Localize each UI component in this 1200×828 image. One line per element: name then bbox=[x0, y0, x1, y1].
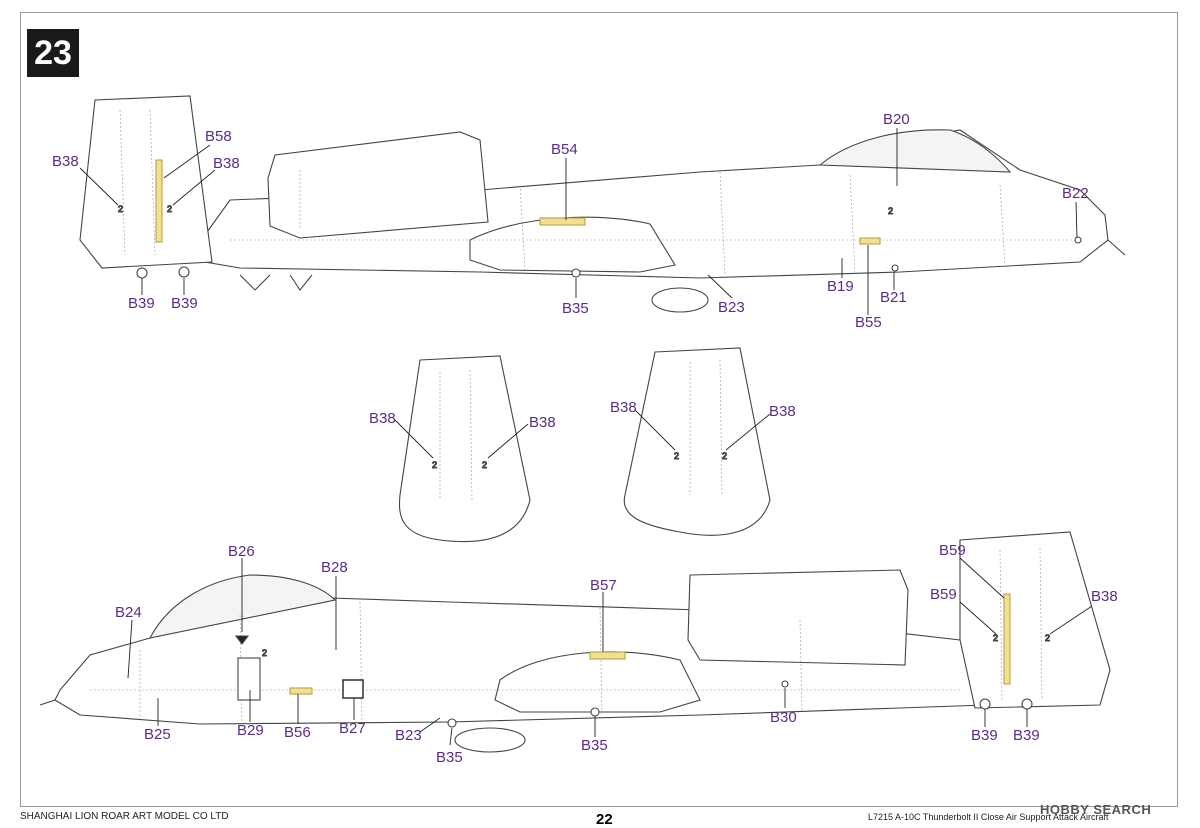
callout-bottom-b59-b: B59 bbox=[930, 586, 957, 603]
tail-view-left: 2 2 bbox=[398, 355, 531, 543]
callout-top-b20: B20 bbox=[883, 111, 910, 128]
hobby-search-watermark: HOBBY SEARCH bbox=[1040, 802, 1152, 817]
callout-bottom-b35-a: B35 bbox=[436, 749, 463, 766]
callout-top-b55: B55 bbox=[855, 314, 882, 331]
leader-lines bbox=[79, 128, 1093, 746]
callout-top-b39-b: B39 bbox=[171, 295, 198, 312]
page-number: 22 bbox=[596, 811, 613, 828]
svg-text:2: 2 bbox=[674, 451, 679, 461]
svg-text:2: 2 bbox=[482, 460, 487, 470]
svg-text:2: 2 bbox=[262, 648, 267, 658]
callout-tail-b38-c: B38 bbox=[610, 399, 637, 416]
footer-company: SHANGHAI LION ROAR ART MODEL CO LTD bbox=[20, 811, 229, 822]
callout-bottom-b26: B26 bbox=[228, 543, 255, 560]
svg-text:2: 2 bbox=[118, 204, 123, 214]
bottom-aircraft-view: 2 2 2 bbox=[39, 531, 1111, 753]
callout-bottom-b30: B30 bbox=[770, 709, 797, 726]
callout-top-b19: B19 bbox=[827, 278, 854, 295]
svg-text:2: 2 bbox=[722, 451, 727, 461]
callout-top-b21: B21 bbox=[880, 289, 907, 306]
svg-text:2: 2 bbox=[432, 460, 437, 470]
callout-tail-b38-b: B38 bbox=[529, 414, 556, 431]
footer-product: L7215 A-10C Thunderbolt II Close Air Sup… bbox=[868, 812, 1109, 822]
callout-tail-b38-d: B38 bbox=[769, 403, 796, 420]
step-number: 23 bbox=[27, 29, 79, 77]
callout-bottom-b56: B56 bbox=[284, 724, 311, 741]
callout-top-b22: B22 bbox=[1062, 185, 1089, 202]
callout-bottom-b25: B25 bbox=[144, 726, 171, 743]
callout-top-b39-a: B39 bbox=[128, 295, 155, 312]
callout-tail-b38-a: B38 bbox=[369, 410, 396, 427]
svg-text:2: 2 bbox=[993, 633, 998, 643]
callout-top-b38-a: B38 bbox=[52, 153, 79, 170]
tail-view-right: 2 2 bbox=[623, 347, 771, 536]
callout-top-b23: B23 bbox=[718, 299, 745, 316]
callout-bottom-b27: B27 bbox=[339, 720, 366, 737]
callout-bottom-b38: B38 bbox=[1091, 588, 1118, 605]
callout-top-b54: B54 bbox=[551, 141, 578, 158]
callout-bottom-b39-b: B39 bbox=[1013, 727, 1040, 744]
svg-text:2: 2 bbox=[167, 204, 172, 214]
page-frame bbox=[20, 12, 1178, 807]
callout-top-b58: B58 bbox=[205, 128, 232, 145]
svg-text:2: 2 bbox=[1045, 633, 1050, 643]
top-aircraft-view: 2 2 2 bbox=[79, 95, 1126, 313]
callout-top-b38-b: B38 bbox=[213, 155, 240, 172]
callout-top-b35: B35 bbox=[562, 300, 589, 317]
callout-bottom-b59-a: B59 bbox=[939, 542, 966, 559]
callout-bottom-b24: B24 bbox=[115, 604, 142, 621]
callout-bottom-b23: B23 bbox=[395, 727, 422, 744]
callout-bottom-b28: B28 bbox=[321, 559, 348, 576]
callout-bottom-b29: B29 bbox=[237, 722, 264, 739]
callout-bottom-b39-a: B39 bbox=[971, 727, 998, 744]
svg-text:2: 2 bbox=[888, 206, 893, 216]
callout-bottom-b57: B57 bbox=[590, 577, 617, 594]
callout-bottom-b35-b: B35 bbox=[581, 737, 608, 754]
